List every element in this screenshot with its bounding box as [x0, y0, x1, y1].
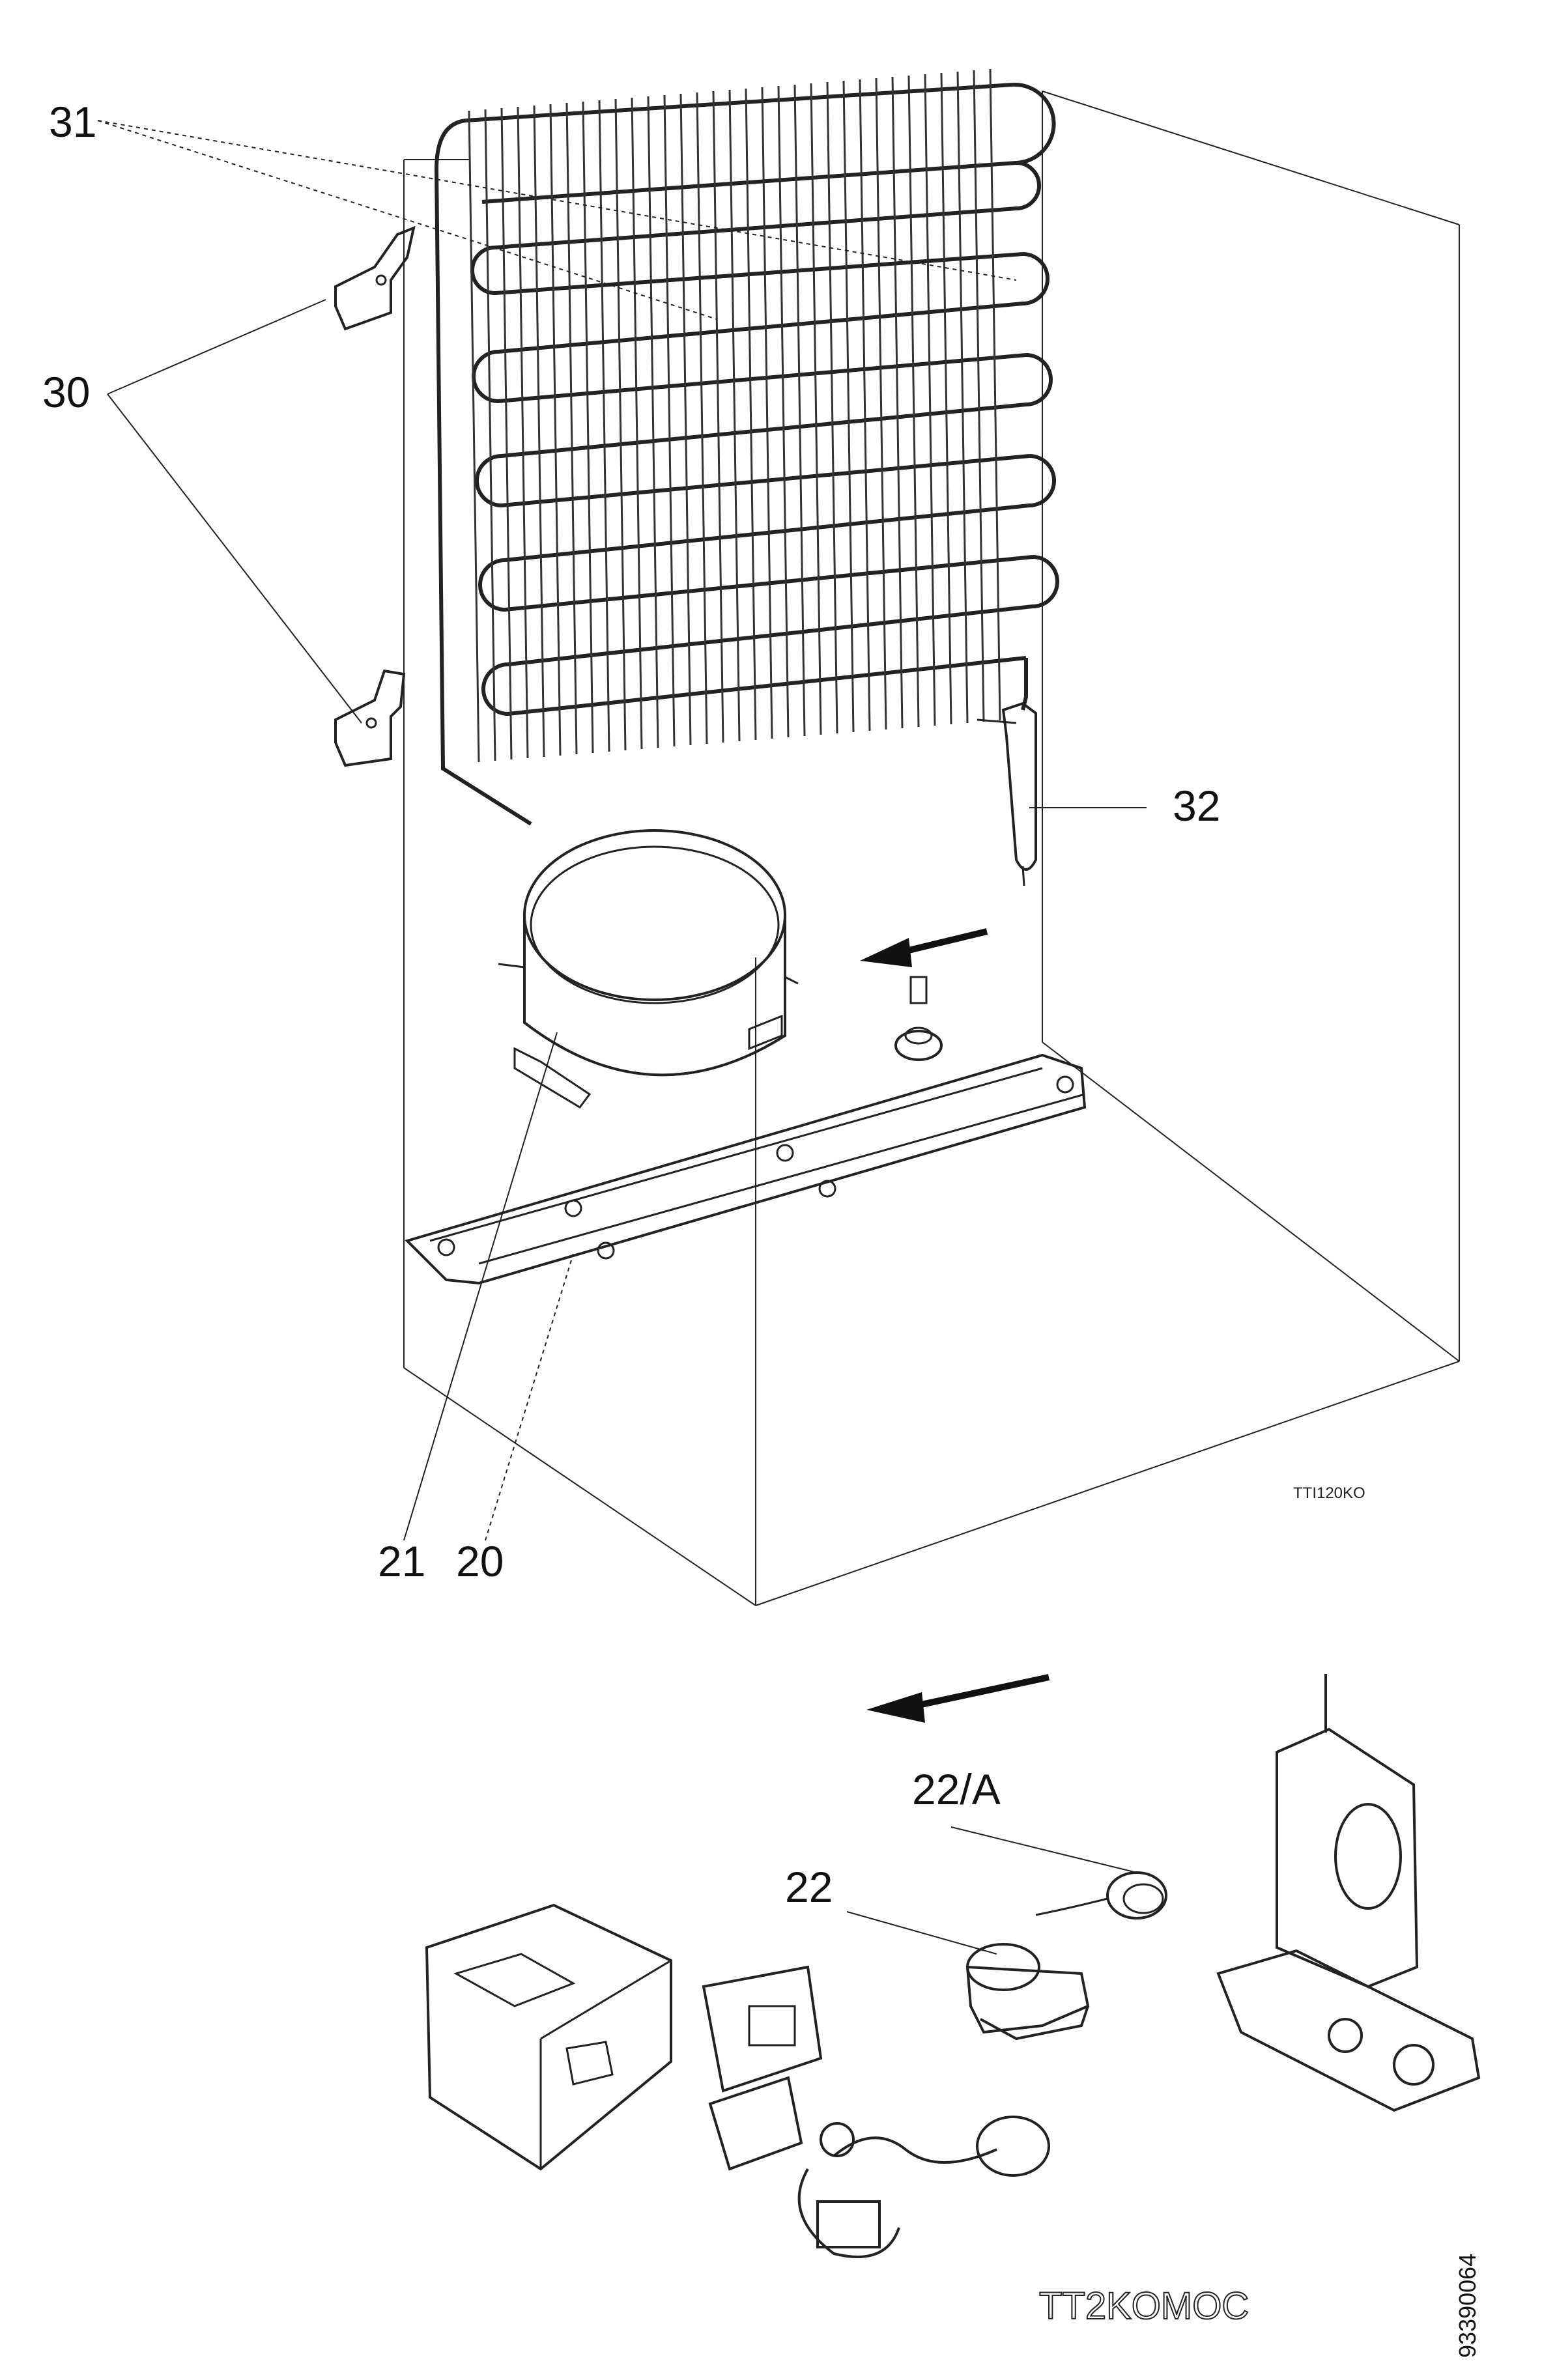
refrigerator-cabinet-outline [403, 91, 1460, 1606]
filter-drier [977, 701, 1037, 886]
direction-arrow-top [860, 928, 988, 967]
callout-30: 30 [42, 368, 90, 416]
compressor-base-rail [405, 1053, 1087, 1285]
top-figure-code: TTI120KO [1293, 1484, 1365, 1502]
document-number: 93390064 [1454, 2254, 1481, 2358]
callout-20: 20 [456, 1537, 504, 1585]
compressor [498, 829, 799, 1109]
compressor-terminal-bracket [1216, 1674, 1481, 2112]
leader-lines [97, 120, 1147, 1955]
mounting-brackets [334, 225, 416, 767]
callout-21: 21 [378, 1537, 425, 1585]
relay-cover [425, 1903, 672, 2171]
compressor-grommet-parts [894, 976, 943, 1061]
callout-31: 31 [49, 98, 96, 146]
callout-22a: 22/A [912, 1765, 1001, 1813]
callout-32: 32 [1173, 782, 1220, 830]
condenser-coil [434, 82, 1059, 826]
ptc-starter-part-22 [965, 1943, 1090, 2041]
bottom-figure-code: TT2KOMOC [1039, 2285, 1249, 2327]
overload-protector-part-22a [1035, 1871, 1167, 1920]
direction-arrow-bottom [866, 1674, 1050, 1723]
starter-relay-assembly [702, 1965, 1050, 2258]
condenser-wire-fins [468, 68, 1001, 763]
callout-22: 22 [785, 1863, 833, 1911]
